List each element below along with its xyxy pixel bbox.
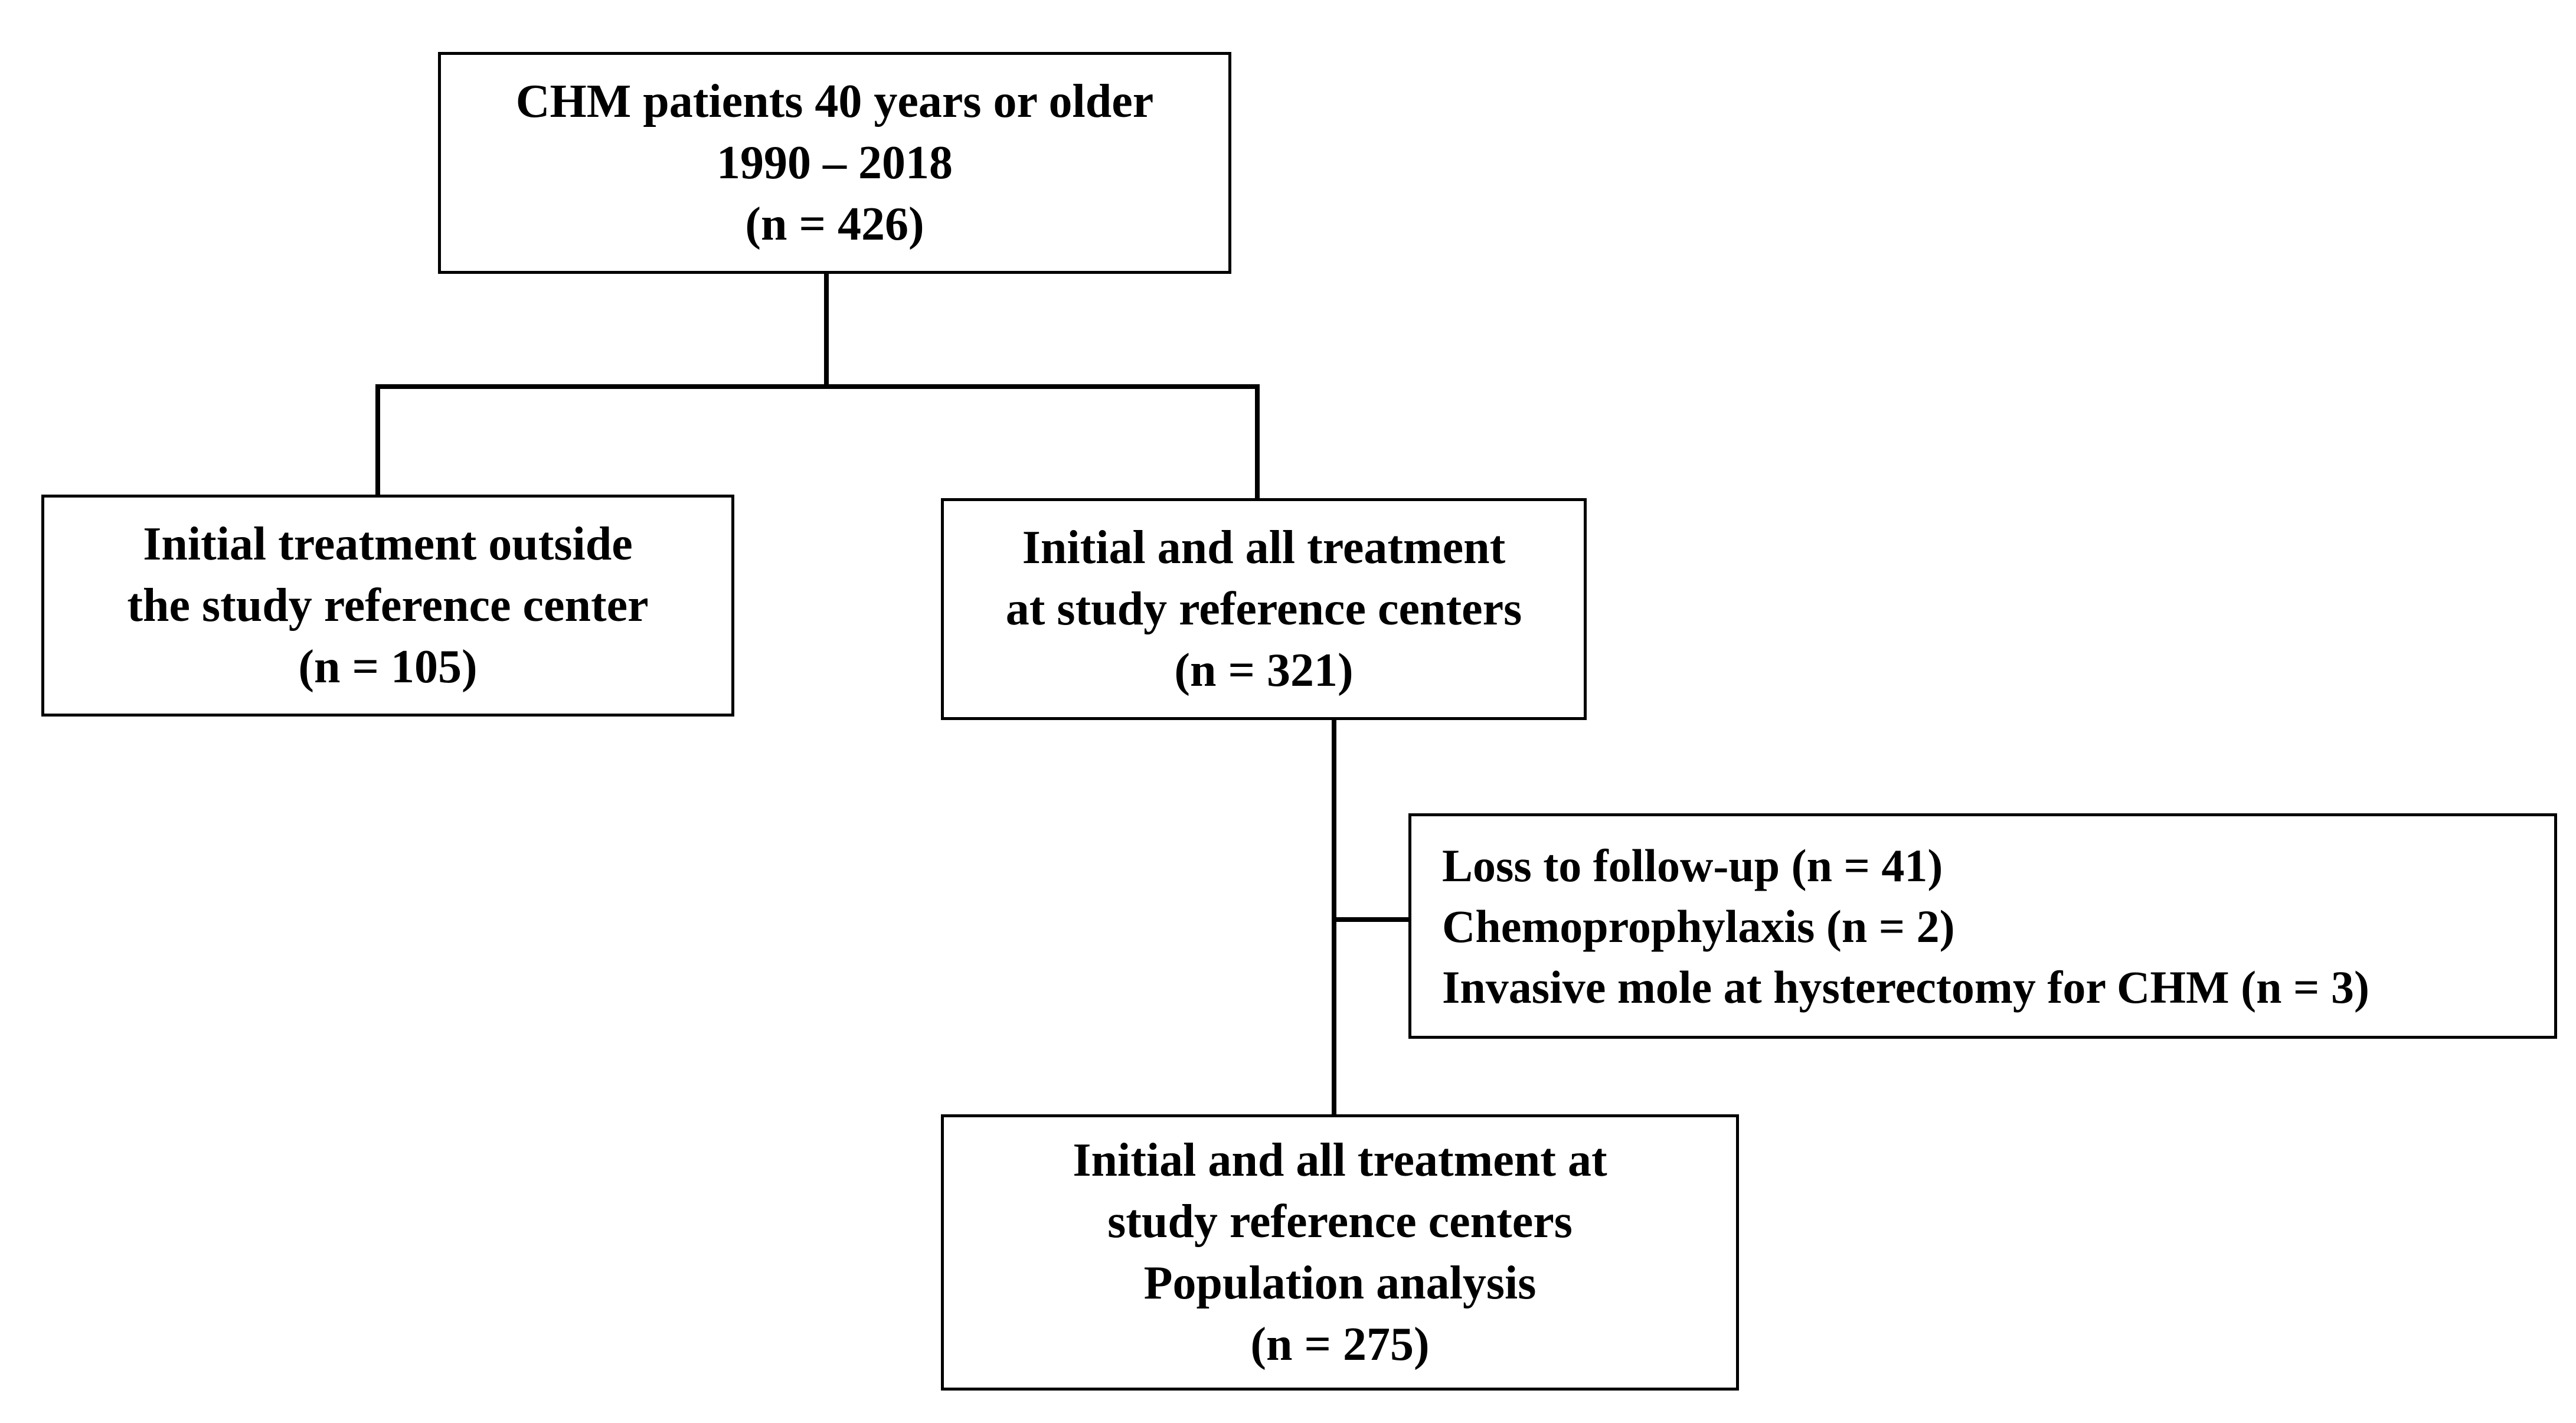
reference-centers-line-2: at study reference centers xyxy=(1005,583,1522,635)
population-line-1: Initial and all treatment at xyxy=(1073,1134,1607,1186)
population-analysis-box: Initial and all treatment at study refer… xyxy=(941,1114,1739,1391)
population-line-4: (n = 275) xyxy=(1250,1319,1430,1370)
root-box-chm-patients: CHM patients 40 years or older 1990 – 20… xyxy=(438,52,1231,274)
outside-center-box: Initial treatment outside the study refe… xyxy=(41,495,734,717)
outside-center-line-3: (n = 105) xyxy=(298,641,478,693)
population-line-2: study reference centers xyxy=(1107,1196,1573,1248)
outside-center-line-1: Initial treatment outside xyxy=(143,518,633,570)
exclusion-chemoprophylaxis: Chemoprophylaxis (n = 2) xyxy=(1442,900,1955,952)
reference-centers-line-3: (n = 321) xyxy=(1174,645,1354,696)
reference-centers-line-1: Initial and all treatment xyxy=(1022,522,1506,574)
population-line-3: Population analysis xyxy=(1143,1257,1537,1309)
outside-center-line-2: the study reference center xyxy=(127,580,649,632)
root-box-line-1: CHM patients 40 years or older xyxy=(515,76,1154,127)
exclusions-box: Loss to follow-up (n = 41) Chemoprophyla… xyxy=(1408,813,2557,1039)
root-box-line-2: 1990 – 2018 xyxy=(717,137,953,189)
exclusion-invasive-mole: Invasive mole at hysterectomy for CHM (n… xyxy=(1442,961,2369,1013)
exclusion-loss-to-follow-up: Loss to follow-up (n = 41) xyxy=(1442,839,1943,891)
reference-centers-box: Initial and all treatment at study refer… xyxy=(941,498,1587,720)
root-box-line-3: (n = 426) xyxy=(745,198,924,250)
